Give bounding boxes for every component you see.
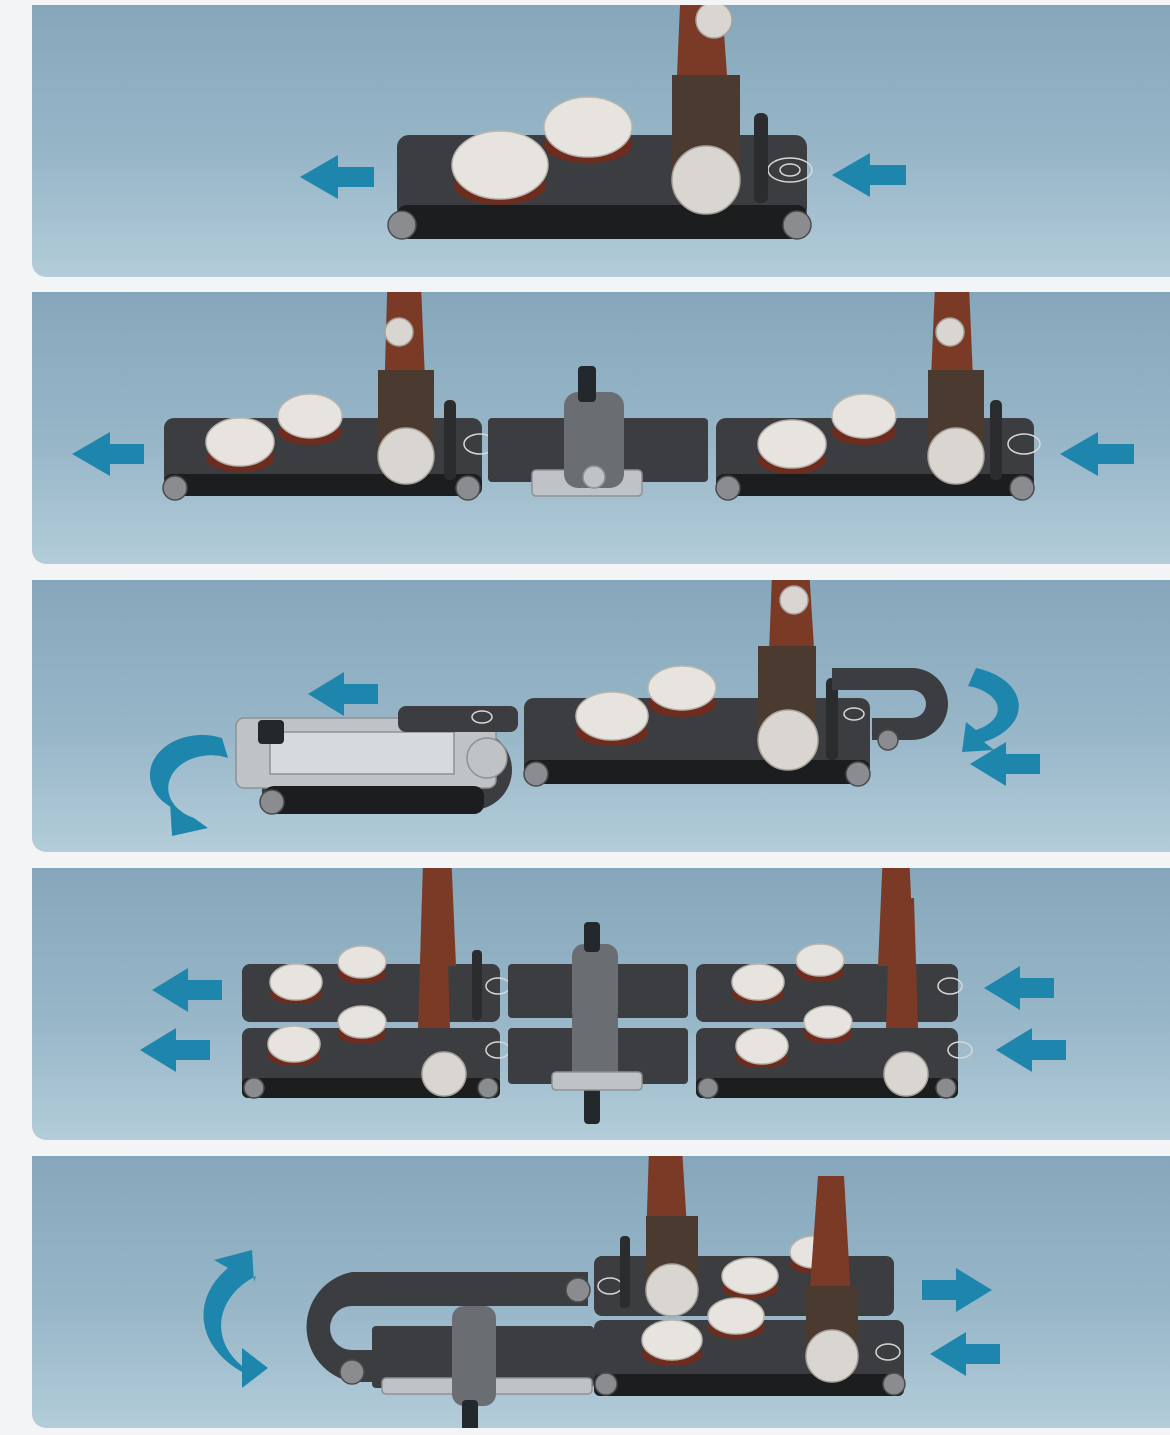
double-conveyor-right [696,868,972,1098]
lower-connector [372,1306,594,1428]
panel-3 [32,580,1170,852]
arrow-left-icon [996,1028,1066,1072]
double-conveyor-left [242,868,510,1098]
arrow-left-icon [152,968,222,1012]
panel-4-diagram [32,868,1170,1140]
upper-return [398,706,518,732]
curved-arrow-icon [150,735,228,836]
conveyor-unit [388,5,812,239]
panel-2-diagram [32,292,1170,564]
conveyor-left [163,292,496,500]
arrow-left-icon [308,672,378,716]
panel-3-diagram [32,580,1170,852]
double-connector-module [508,922,688,1124]
curved-arrow-icon [203,1250,268,1388]
arrow-right-icon [922,1268,992,1312]
arrow-left-icon [984,966,1054,1010]
arrow-left-icon [72,432,144,476]
panel-5-diagram [32,1156,1170,1428]
panel-1 [32,5,1170,277]
arrow-left-icon [140,1028,210,1072]
arrow-left-icon [832,153,906,197]
panel-2 [32,292,1170,564]
curved-arrow-icon [962,668,1019,752]
panel-5 [32,1156,1170,1428]
panel-4 [32,868,1170,1140]
conveyor-right [716,292,1040,500]
arrow-left-icon [1060,432,1134,476]
u-turn-left [236,718,512,814]
main-conveyor [524,580,870,786]
connector-module [488,366,708,496]
arrow-left-icon [300,155,374,199]
arrow-left-icon [930,1332,1000,1376]
panel-1-diagram [32,5,1170,277]
